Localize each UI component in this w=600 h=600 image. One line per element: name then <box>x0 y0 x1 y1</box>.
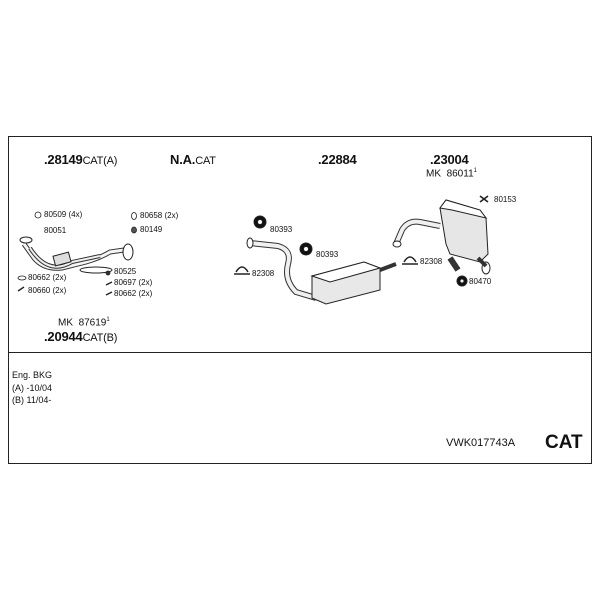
system-code: VWK017743A <box>446 437 516 449</box>
group-na: N.A.CAT <box>170 153 216 167</box>
part-label-80509: 80509 (4x) <box>44 210 83 219</box>
rear-silencer-drawing <box>392 195 491 287</box>
part-label-80697: 80697 (2x) <box>114 278 153 287</box>
part-label-80393-a: 80393 <box>270 225 293 234</box>
part-label-80393-b: 80393 <box>316 250 339 259</box>
group-number: .23004 <box>430 152 469 167</box>
part-label-80153: 80153 <box>494 195 517 204</box>
group-22884: .22884 <box>318 153 357 166</box>
mk-prefix: MK <box>58 317 73 329</box>
mk-number: 87619 <box>78 317 107 329</box>
group-23004: .23004 <box>430 153 469 166</box>
part-label-80662-a: 80662 (2x) <box>28 273 67 282</box>
group-suffix: CAT <box>195 155 216 167</box>
part-label-80470: 80470 <box>469 277 492 286</box>
group-suffix: CAT(B) <box>82 332 118 344</box>
legend-range-b: (B) 11/04- <box>12 395 52 405</box>
diagram-divider <box>8 352 592 353</box>
part-label-80660: 80660 (2x) <box>28 286 67 295</box>
group-number: .22884 <box>318 152 357 167</box>
mk-note: 1 <box>106 317 110 323</box>
part-label-80051: 80051 <box>44 226 67 235</box>
part-label-82308-b: 82308 <box>420 257 443 266</box>
group-suffix: CAT(A) <box>82 155 118 167</box>
diagram-frame <box>8 136 592 464</box>
part-label-80658: 80658 (2x) <box>140 211 179 220</box>
mounting-kit-87619: MK 876191 <box>58 317 110 328</box>
part-label-82308-a: 82308 <box>252 269 275 278</box>
mk-prefix: MK <box>426 168 441 180</box>
part-label-80662-b: 80662 (2x) <box>114 289 153 298</box>
part-label-80149: 80149 <box>140 225 163 234</box>
group-number: .28149 <box>44 152 83 167</box>
group-28149: .28149CAT(A) <box>44 153 117 167</box>
system-type: CAT <box>545 432 583 453</box>
group-number: .20944 <box>44 329 83 344</box>
small-hardware-icons <box>17 211 137 296</box>
mk-note: 1 <box>473 168 477 174</box>
group-20944: .20944CAT(B) <box>44 330 117 344</box>
legend-range-a: (A) -10/04 <box>12 383 53 393</box>
mk-number: 86011 <box>446 168 474 180</box>
part-label-80525: 80525 <box>114 267 137 276</box>
legend-engine: Eng. BKG <box>12 370 53 380</box>
group-number: N.A. <box>170 152 196 167</box>
front-pipe-drawing <box>19 236 134 274</box>
middle-silencer-drawing <box>234 215 418 305</box>
mounting-kit-86011: MK 860111 <box>426 168 477 179</box>
